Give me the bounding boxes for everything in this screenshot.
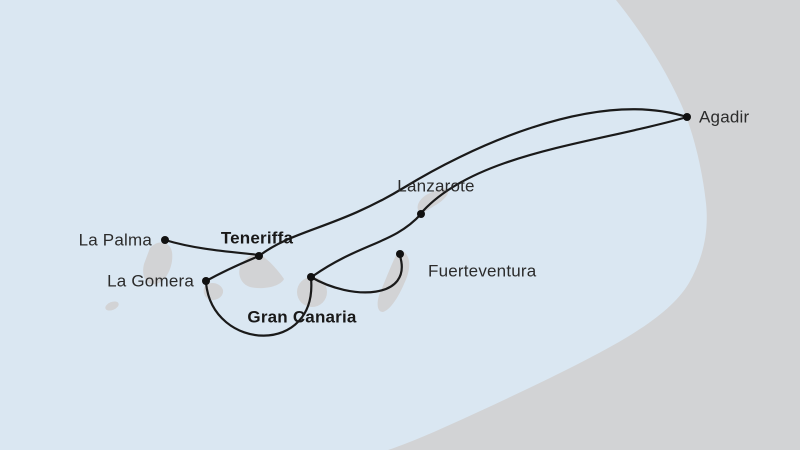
port-marker-teneriffa <box>255 252 263 260</box>
port-marker-gran-canaria <box>307 273 315 281</box>
route-segment-la-gomera-teneriffa <box>204 254 261 283</box>
port-label-teneriffa: Teneriffa <box>220 228 294 248</box>
route-segment-agadir-lanzarote <box>421 115 689 213</box>
route-segment-la-palma-teneriffa <box>163 238 261 257</box>
island-teneriffa <box>239 253 284 289</box>
route-segment-lanzarote-gran-canaria <box>311 212 423 278</box>
port-marker-la-palma <box>161 236 169 244</box>
landmass-africa-coast <box>388 0 800 450</box>
port-markers <box>161 113 691 285</box>
port-label-agadir: Agadir <box>699 107 750 127</box>
port-marker-agadir <box>683 113 691 121</box>
port-label-gran-canaria: Gran Canaria <box>247 307 357 327</box>
route-segment-gran-canaria-fuerteventura <box>309 254 403 294</box>
port-label-la-palma: La Palma <box>78 230 152 250</box>
port-marker-la-gomera <box>202 277 210 285</box>
route-lines <box>163 108 689 337</box>
island-el-hierro <box>105 301 119 311</box>
port-label-fuerteventura: Fuerteventura <box>428 261 537 281</box>
port-label-lanzarote: Lanzarote <box>397 176 475 196</box>
route-segment-gran-canaria-la-gomera-loop <box>204 276 313 337</box>
port-marker-lanzarote <box>417 210 425 218</box>
island-la-palma <box>143 242 173 285</box>
route-segment-teneriffa-agadir <box>257 108 689 258</box>
port-label-la-gomera: La Gomera <box>107 271 194 291</box>
port-marker-fuerteventura <box>396 250 404 258</box>
